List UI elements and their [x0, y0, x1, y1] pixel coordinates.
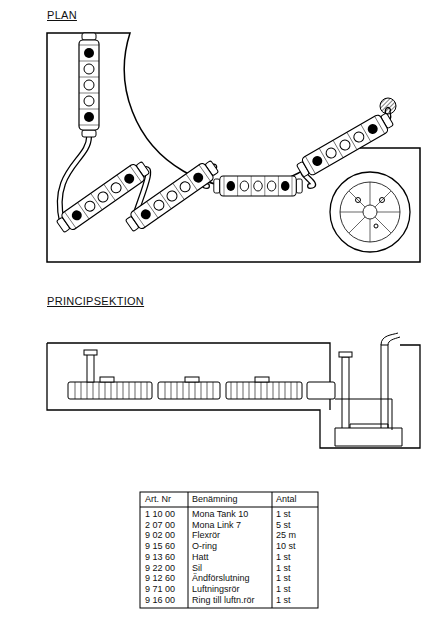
- section-heading: PLAN: [47, 10, 77, 21]
- table-cell: 1 st: [276, 596, 291, 605]
- table-header: Antal: [276, 495, 297, 504]
- table-cell: Sil: [192, 564, 202, 573]
- table-cell: 1 st: [276, 510, 291, 519]
- table-cell: 9 02 00: [145, 531, 175, 540]
- table-cell: 1 st: [276, 574, 291, 583]
- table-cell: 9 15 60: [145, 542, 175, 551]
- table-cell: O-ring: [192, 542, 217, 551]
- table-cell: 9 12 60: [145, 574, 175, 583]
- table-cell: 5 st: [276, 521, 291, 530]
- table-cell: 9 71 00: [145, 585, 175, 594]
- table-cell: 1 st: [276, 585, 291, 594]
- table-cell: Hatt: [192, 553, 209, 562]
- table-cell: Mona Link 7: [192, 521, 241, 530]
- table-cell: Flexrör: [192, 531, 220, 540]
- section-heading: PRINCIPSEKTION: [47, 296, 144, 307]
- table-cell: Luftningsrör: [192, 585, 240, 594]
- table-cell: 9 22 00: [145, 564, 175, 573]
- table-cell: 2 07 00: [145, 521, 175, 530]
- table-cell: 1 10 00: [145, 510, 175, 519]
- table-header: Art. Nr: [145, 495, 171, 504]
- table-cell: Ändförslutning: [192, 574, 250, 583]
- table-cell: 1 st: [276, 564, 291, 573]
- table-cell: 10 st: [276, 542, 296, 551]
- table-cell: 1 st: [276, 553, 291, 562]
- table-cell: 25 m: [276, 531, 296, 540]
- table-cell: 9 16 00: [145, 596, 175, 605]
- table-cell: 9 13 60: [145, 553, 175, 562]
- table-header: Benämning: [192, 495, 238, 504]
- table-cell: Ring till luftn.rör: [192, 596, 255, 605]
- table-cell: Mona Tank 10: [192, 510, 248, 519]
